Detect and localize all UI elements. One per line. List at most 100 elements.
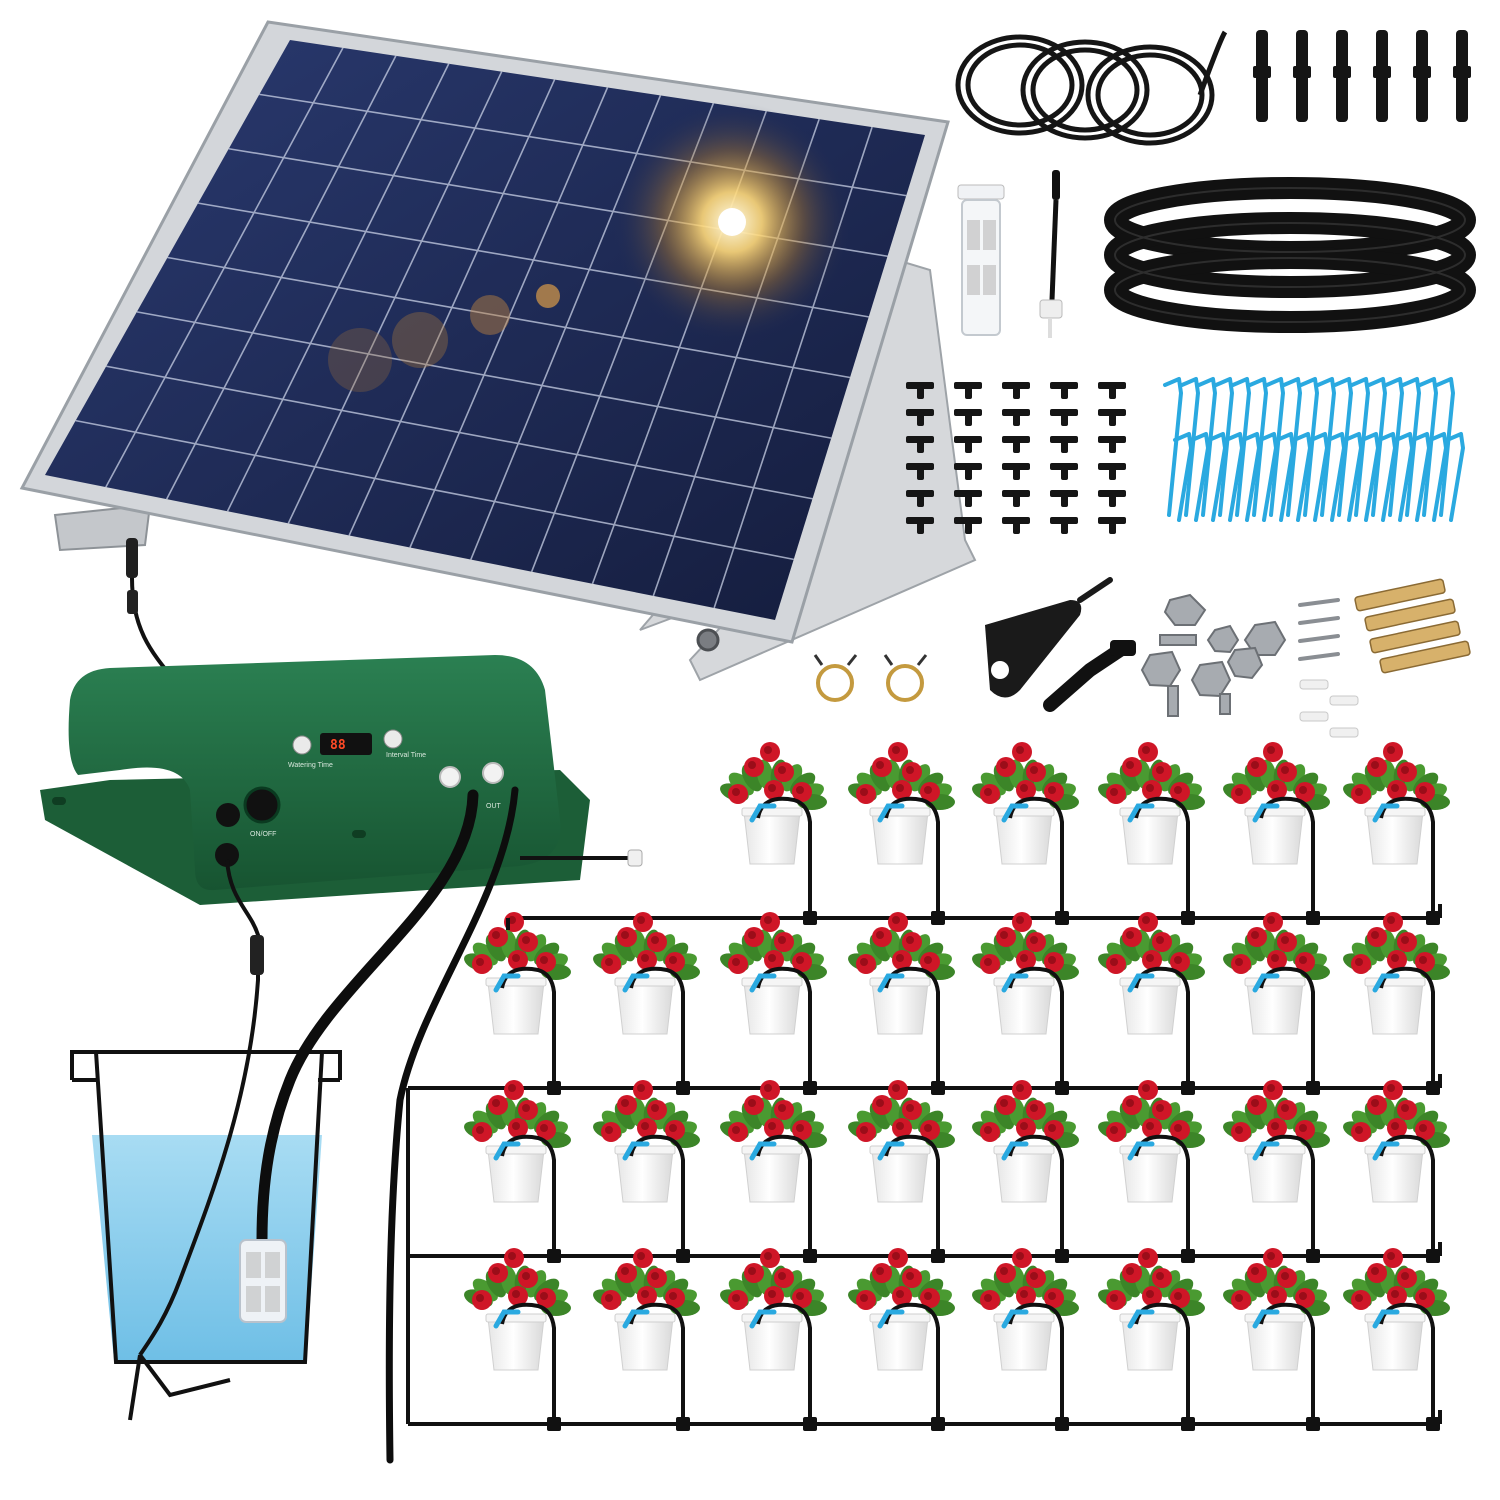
- tee-connector-icon: [1181, 1417, 1195, 1431]
- interval-time-button[interactable]: [383, 729, 403, 749]
- tee-connector-icon: [676, 1417, 690, 1431]
- drip-stake-icon: [1435, 377, 1456, 517]
- cable-joint: [250, 935, 264, 975]
- barbed-connector-collar: [1253, 66, 1271, 78]
- drip-stake-icon: [1252, 973, 1280, 993]
- potted-flower: [972, 1248, 1079, 1431]
- rose-center: [1251, 931, 1259, 939]
- drip-stake-icon: [749, 1141, 777, 1161]
- rose-center: [540, 1292, 548, 1300]
- solar-input-port[interactable]: [216, 803, 240, 827]
- outlet-port-label: OUT: [486, 803, 502, 810]
- sun-glare-core: [718, 208, 746, 236]
- pot-rim: [993, 977, 1055, 987]
- potted-flower: [1098, 1080, 1205, 1263]
- pot-rim: [1119, 807, 1181, 817]
- potted-flower: [1343, 1080, 1450, 1263]
- drip-stake-icon: [1190, 432, 1211, 522]
- leaf-icon: [980, 942, 1006, 966]
- cable-joint: [127, 590, 138, 614]
- rose-center: [508, 1252, 516, 1260]
- drip-stake-icon: [877, 803, 905, 823]
- drip-stake-icon: [1127, 1141, 1155, 1161]
- rose-center: [651, 1272, 659, 1280]
- rose-center: [1419, 956, 1427, 964]
- rose-center: [492, 1099, 500, 1107]
- rose-center: [1156, 766, 1164, 774]
- hose-clamps: [813, 654, 928, 702]
- pot-rim: [741, 1313, 803, 1323]
- tee-connector-icon: [931, 1249, 945, 1263]
- water-outlet-fitting: [482, 762, 504, 784]
- pump-output-port[interactable]: [215, 843, 239, 867]
- timer-display: 88: [330, 738, 346, 753]
- rose-center: [522, 1104, 530, 1112]
- potted-flower: [848, 1080, 955, 1263]
- rose-center: [796, 1124, 804, 1132]
- panel-connector: [126, 538, 138, 578]
- pot-rim: [1119, 1313, 1181, 1323]
- rose-center: [906, 936, 914, 944]
- rose-center: [1048, 786, 1056, 794]
- screw-icon: [1298, 652, 1340, 661]
- pot-rim: [741, 1145, 803, 1155]
- drip-stake-icon: [493, 973, 521, 993]
- tee-connector-stem: [1109, 385, 1116, 399]
- rose-center: [984, 1294, 992, 1302]
- leaf-icon: [472, 1110, 498, 1134]
- tee-connector-icon: [931, 1417, 945, 1431]
- tee-connector-icon: [803, 1249, 817, 1263]
- rose-center: [768, 1122, 776, 1130]
- pot-rim: [993, 1145, 1055, 1155]
- pot-rim: [869, 977, 931, 987]
- rose-center: [492, 1267, 500, 1275]
- rose-center: [860, 788, 868, 796]
- inline-filter: [957, 184, 1005, 336]
- tee-connector-stem: [1013, 412, 1020, 426]
- watering-time-button[interactable]: [292, 735, 312, 755]
- pot-rim: [1364, 807, 1426, 817]
- rose-center: [605, 1126, 613, 1134]
- tee-connector-stem: [1109, 412, 1116, 426]
- rose-center: [1000, 761, 1008, 769]
- drip-stake-icon: [1163, 377, 1184, 517]
- rose-center: [1267, 1252, 1275, 1260]
- potted-flower: [1223, 912, 1330, 1095]
- tee-connector-stem: [1013, 385, 1020, 399]
- rose-center: [892, 1084, 900, 1092]
- power-button[interactable]: [243, 786, 281, 824]
- panel-grid-line: [75, 419, 794, 561]
- rose-center: [1000, 931, 1008, 939]
- leaf-icon: [1351, 1110, 1377, 1134]
- rose-center: [906, 766, 914, 774]
- leaf-icon: [1231, 942, 1257, 966]
- rose-center: [984, 1126, 992, 1134]
- leaf-icon: [728, 772, 754, 796]
- drip-stake-icon: [1350, 377, 1371, 517]
- rose-center: [1142, 916, 1150, 924]
- rose-center: [1016, 1252, 1024, 1260]
- rose-center: [651, 1104, 659, 1112]
- pot-rim: [485, 1313, 547, 1323]
- tee-connector-icon: [1055, 1081, 1069, 1095]
- solar-panel: [19, 20, 977, 682]
- interval-time-label: Interval Time: [386, 752, 426, 759]
- rose-center: [669, 956, 677, 964]
- rose-center: [641, 1290, 649, 1298]
- rose-center: [892, 916, 900, 924]
- drip-stake-icon: [1299, 377, 1320, 517]
- drip-stake-icon: [749, 973, 777, 993]
- controller-body: [68, 655, 561, 891]
- drip-stake-icon: [1207, 432, 1228, 522]
- barbed-connector-collar: [1333, 66, 1351, 78]
- potted-flower: [972, 912, 1079, 1095]
- barbed-connector-collar: [1293, 66, 1311, 78]
- rose-center: [1156, 936, 1164, 944]
- potted-flower: [720, 1080, 827, 1263]
- rose-center: [1271, 1122, 1279, 1130]
- rose-center: [621, 931, 629, 939]
- drip-stake-icon: [1001, 973, 1029, 993]
- tee-connector-icon: [676, 1081, 690, 1095]
- drip-stopper: [627, 849, 643, 867]
- potted-flower: [972, 742, 1079, 925]
